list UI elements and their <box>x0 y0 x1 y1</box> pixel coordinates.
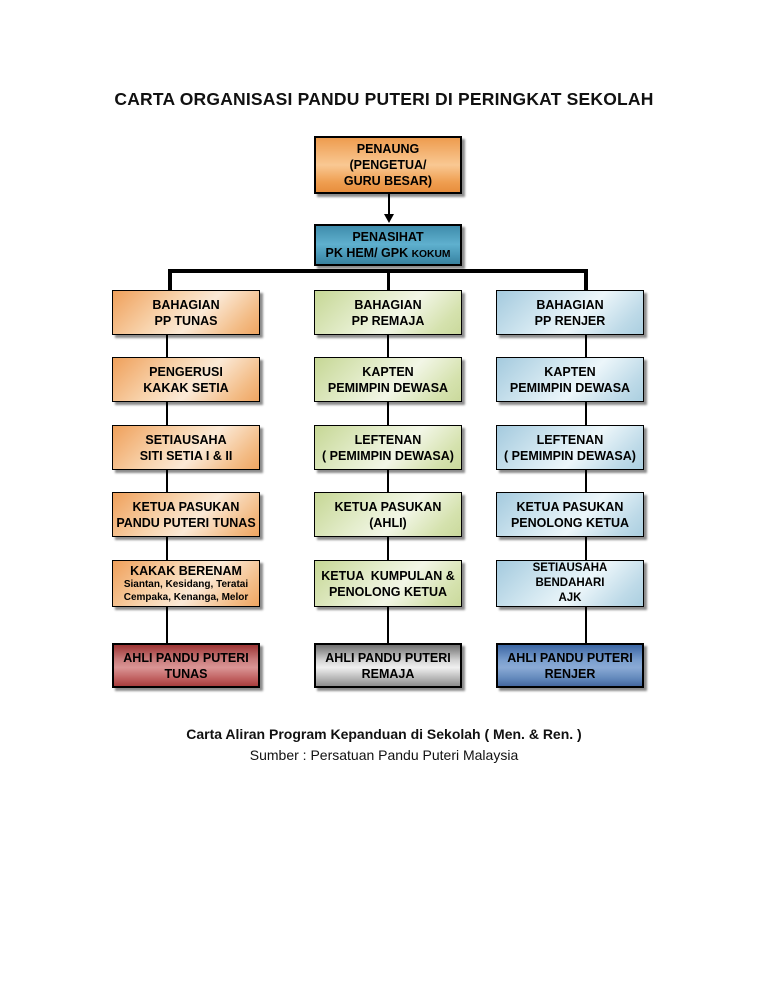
connector-col2-r3-r4 <box>387 470 389 492</box>
box-sublabel: Siantan, Kesidang, Teratai Cempaka, Kena… <box>123 579 249 603</box>
box-label: AHLI PANDU PUTERI REMAJA <box>325 650 451 681</box>
box-label: KETUA PASUKAN PENOLONG KETUA <box>510 499 630 530</box>
box-ketua-pasukan-penolong-ketua: KETUA PASUKAN PENOLONG KETUA <box>496 492 644 537</box>
box-penaung-label: PENAUNG (PENGETUA/ GURU BESAR) <box>343 142 433 188</box>
connector-col3-r5-r6 <box>585 607 587 643</box>
box-setiausaha-bendahari-ajk: SETIAUSAHA BENDAHARI AJK <box>496 560 644 607</box>
connector-col2-r1-r2 <box>387 335 389 357</box>
box-pengerusi-kakak-setia: PENGERUSI KAKAK SETIA <box>112 357 260 402</box>
connector-col1-r5-r6 <box>166 607 168 643</box>
box-penaung: PENAUNG (PENGETUA/ GURU BESAR) <box>314 136 462 194</box>
box-bahagian-pp-tunas: BAHAGIAN PP TUNAS <box>112 290 260 335</box>
connector-col2-r2-r3 <box>387 402 389 425</box>
box-label: AHLI PANDU PUTERI TUNAS <box>123 650 249 681</box>
box-label: AHLI PANDU PUTERI RENJER <box>507 650 633 681</box>
box-setiausaha-siti-setia: SETIAUSAHA SITI SETIA I & II <box>112 425 260 470</box>
box-ahli-pandu-puteri-remaja: AHLI PANDU PUTERI REMAJA <box>314 643 462 688</box>
box-label: KETUA PASUKAN PANDU PUTERI TUNAS <box>116 499 256 530</box>
connector-penaung-penasihat <box>388 194 390 215</box>
box-leftenan-pemimpin-dewasa-remaja: LEFTENAN ( PEMIMPIN DEWASA) <box>314 425 462 470</box>
box-kakak-berenam: KAKAK BERENAM Siantan, Kesidang, Teratai… <box>112 560 260 607</box>
connector-bar-left-drop <box>168 269 172 290</box>
connector-col3-r1-r2 <box>585 335 587 357</box>
box-label: LEFTENAN ( PEMIMPIN DEWASA) <box>504 432 636 463</box>
arrow-down-icon <box>384 214 394 223</box>
box-label: SETIAUSAHA SITI SETIA I & II <box>139 432 233 463</box>
box-ahli-pandu-puteri-renjer: AHLI PANDU PUTERI RENJER <box>496 643 644 688</box>
box-label: KAPTEN PEMIMPIN DEWASA <box>509 364 631 395</box>
box-label: LEFTENAN ( PEMIMPIN DEWASA) <box>322 432 454 463</box>
connector-col3-r2-r3 <box>585 402 587 425</box>
connector-col3-r3-r4 <box>585 470 587 492</box>
box-kapten-pemimpin-dewasa-renjer: KAPTEN PEMIMPIN DEWASA <box>496 357 644 402</box>
box-label: PENGERUSI KAKAK SETIA <box>143 364 229 395</box>
box-kapten-pemimpin-dewasa-remaja: KAPTEN PEMIMPIN DEWASA <box>314 357 462 402</box>
connector-col3-r4-r5 <box>585 537 587 560</box>
connector-bar-right-drop <box>584 269 588 290</box>
connector-col2-r4-r5 <box>387 537 389 560</box>
box-label: SETIAUSAHA BENDAHARI AJK <box>532 562 608 604</box>
connector-bar-center-drop <box>387 271 390 290</box>
connector-col1-r3-r4 <box>166 470 168 492</box>
caption-line1: Carta Aliran Program Kepanduan di Sekola… <box>186 726 582 742</box>
box-label: KETUA KUMPULAN & PENOLONG KETUA <box>321 568 455 599</box>
connector-bar <box>168 269 588 273</box>
connector-col1-r2-r3 <box>166 402 168 425</box>
box-label: BAHAGIAN PP TUNAS <box>152 297 220 328</box>
box-label: KETUA PASUKAN (AHLI) <box>334 499 442 530</box>
box-ketua-pasukan-ahli: KETUA PASUKAN (AHLI) <box>314 492 462 537</box>
box-ketua-pasukan-pandu-puteri-tunas: KETUA PASUKAN PANDU PUTERI TUNAS <box>112 492 260 537</box>
box-ketua-kumpulan-penolong-ketua: KETUA KUMPULAN & PENOLONG KETUA <box>314 560 462 607</box>
box-label: KAPTEN PEMIMPIN DEWASA <box>327 364 449 395</box>
box-bahagian-pp-remaja: BAHAGIAN PP REMAJA <box>314 290 462 335</box>
connector-col1-r4-r5 <box>166 537 168 560</box>
connector-col1-r1-r2 <box>166 335 168 357</box>
box-label: KAKAK BERENAM <box>130 564 242 579</box>
box-ahli-pandu-puteri-tunas: AHLI PANDU PUTERI TUNAS <box>112 643 260 688</box>
page-title: CARTA ORGANISASI PANDU PUTERI DI PERINGK… <box>114 89 654 109</box>
box-bahagian-pp-renjer: BAHAGIAN PP RENJER <box>496 290 644 335</box>
connector-col2-r5-r6 <box>387 607 389 643</box>
box-label: BAHAGIAN PP RENJER <box>534 297 606 328</box>
caption-line2: Sumber : Persatuan Pandu Puteri Malaysia <box>249 747 519 763</box>
box-label: BAHAGIAN PP REMAJA <box>351 297 425 328</box>
box-leftenan-pemimpin-dewasa-renjer: LEFTENAN ( PEMIMPIN DEWASA) <box>496 425 644 470</box>
